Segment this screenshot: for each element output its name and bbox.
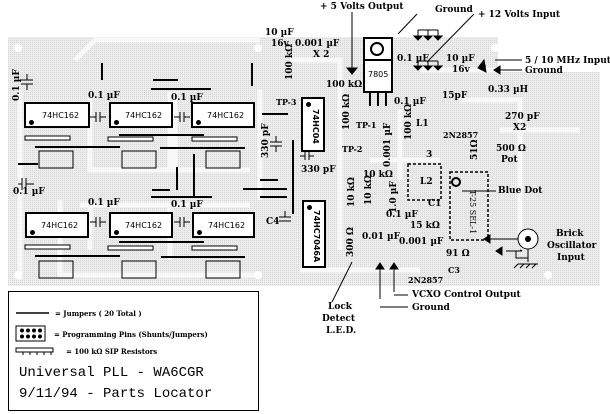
lock-led-label: Detect bbox=[322, 314, 356, 324]
brick-osc-label: Input bbox=[557, 253, 585, 263]
inductor-label: L1 bbox=[416, 119, 429, 129]
shield-outlines bbox=[407, 163, 489, 241]
legend-sip-resistors: = 100 kΩ SIP Resistors bbox=[66, 347, 158, 356]
lock-led-label: L.E.D. bbox=[326, 326, 357, 336]
sip-resistors bbox=[24, 135, 238, 251]
ground-label: Ground bbox=[412, 303, 450, 313]
cap-label: 0.001 µF bbox=[295, 39, 340, 49]
mounting-holes bbox=[14, 44, 552, 279]
cap-label: 15pF bbox=[442, 91, 468, 101]
pin1-dot bbox=[114, 120, 119, 125]
callout-arrows bbox=[331, 12, 523, 303]
pin1-dot bbox=[307, 205, 312, 210]
plus-5v-output-label: + 5 Volts Output bbox=[320, 2, 404, 12]
pot-label: 500 Ω bbox=[496, 144, 526, 154]
cap-label: 1.0 µF bbox=[389, 181, 399, 213]
resistor-label: 91 Ω bbox=[446, 249, 470, 259]
pin1-dot bbox=[196, 120, 201, 125]
voltage-regulator-7805 bbox=[363, 37, 393, 106]
cap-label: 0.1 µF bbox=[12, 69, 22, 101]
crystal-label: X2 bbox=[513, 123, 527, 133]
resistor-label: 100 kΩ bbox=[342, 93, 352, 130]
cap-label: 0.001 µF bbox=[399, 237, 444, 247]
cap-label: 10 µF bbox=[265, 28, 294, 38]
test-point-label: TP-3 bbox=[276, 97, 297, 107]
cap-label: 3 bbox=[426, 150, 433, 160]
ic-74hc7046a: 74HC7046A bbox=[302, 200, 326, 268]
cap-label: 330 pF bbox=[261, 123, 271, 158]
resistor-label: 300 Ω bbox=[346, 227, 356, 257]
blue-dot-label: Blue Dot bbox=[498, 186, 543, 196]
cap-label: C4 bbox=[266, 217, 280, 227]
crystal-label: X 2 bbox=[313, 50, 330, 60]
ground-symbols bbox=[412, 29, 444, 71]
cap-label: C3 bbox=[448, 265, 460, 275]
transistor-label: 2N2857 bbox=[443, 130, 479, 140]
vcxo-output-label: VCXO Control Output bbox=[412, 290, 521, 300]
lock-led-label: Lock bbox=[328, 302, 353, 312]
cap-label: 16v bbox=[452, 65, 470, 75]
brick-oscillator-connector bbox=[506, 228, 539, 269]
pin1-dot bbox=[29, 120, 34, 125]
pin1-dot bbox=[30, 230, 35, 235]
cap-label: C1 bbox=[428, 199, 442, 209]
inductor-label: L2 bbox=[420, 177, 433, 187]
resistor-label: 100 kΩ bbox=[404, 103, 414, 140]
ground-label: Ground bbox=[435, 5, 473, 15]
brick-osc-label: Brick bbox=[556, 229, 584, 239]
pin1-dot bbox=[114, 230, 119, 235]
ic-74hc04: 74HC04 bbox=[301, 97, 325, 152]
blue-dot-marker bbox=[451, 177, 461, 187]
cap-label: 0.1 µF bbox=[171, 200, 203, 210]
ic-74hc162-4: 74HC162 bbox=[25, 212, 89, 238]
cap-label: 0.1 µF bbox=[394, 97, 426, 107]
programming-pins bbox=[38, 150, 241, 279]
plus-12v-input-label: + 12 Volts Input bbox=[478, 10, 561, 20]
cap-label: 0.1 µF bbox=[386, 210, 418, 220]
pin1-dot bbox=[306, 102, 311, 107]
cap-label: 0.01 µF bbox=[362, 232, 401, 242]
cap-label: 330 pF bbox=[301, 165, 336, 175]
legend-jumpers: = Jumpers ( 20 Total ) bbox=[55, 309, 142, 318]
diagram-title: Universal PLL - WA6CGR bbox=[19, 365, 204, 381]
resistor-label: 10 kΩ bbox=[363, 170, 393, 180]
regulator-label: 7805 bbox=[368, 70, 389, 79]
pot-label: Pot bbox=[501, 155, 518, 165]
ic-74hc162-3: 74HC162 bbox=[191, 102, 255, 128]
ic-74hc162-1: 74HC162 bbox=[24, 102, 90, 128]
ic-74hc162-5: 74HC162 bbox=[109, 212, 173, 238]
transistor-label: 2N2857 bbox=[408, 275, 444, 285]
ground-label: Ground bbox=[525, 66, 563, 76]
cap-label: 0.001 µF bbox=[383, 122, 393, 167]
resistor-label: 51Ω bbox=[470, 139, 480, 160]
legend-symbols bbox=[15, 312, 54, 355]
inductor-label: 0.33 µH bbox=[488, 85, 529, 95]
brick-osc-label: Oscillator bbox=[547, 241, 597, 251]
toroid-label: T-25 SEL-1 bbox=[468, 190, 477, 235]
jumpers bbox=[18, 63, 294, 258]
cap-label: 270 pF bbox=[505, 112, 540, 122]
cap-label: 0.1 µF bbox=[88, 91, 120, 101]
ic-74hc162-2: 74HC162 bbox=[109, 102, 173, 128]
cap-label: 16v bbox=[271, 39, 289, 49]
cap-label: 0.1 µF bbox=[88, 198, 120, 208]
diagram-subtitle: 9/11/94 - Parts Locator bbox=[19, 386, 213, 402]
pin1-dot bbox=[197, 230, 202, 235]
cap-label: 0.1 µF bbox=[13, 187, 45, 197]
capacitors bbox=[18, 74, 314, 227]
resistor-label: 100 kΩ bbox=[285, 43, 295, 80]
ref-input-label: 5 / 10 MHz Input bbox=[525, 56, 610, 66]
ic-74hc162-6: 74HC162 bbox=[192, 212, 255, 238]
test-point-label: TP-2 bbox=[342, 144, 363, 154]
cap-label: 0.1 µF bbox=[171, 93, 203, 103]
test-point-label: TP-1 bbox=[356, 120, 377, 130]
resistor-label: 10 kΩ bbox=[364, 175, 374, 205]
legend-programming-pins: = Programming Pins (Shunts/Jumpers) bbox=[54, 330, 208, 339]
cap-label: 10 µF bbox=[446, 54, 475, 64]
legend-box: = Jumpers ( 20 Total ) = Programming Pin… bbox=[8, 291, 259, 411]
resistor-label: 10 kΩ bbox=[347, 177, 357, 207]
cap-label: 0.1 µF bbox=[397, 54, 429, 64]
resistor-label: 100 kΩ bbox=[326, 80, 363, 90]
resistor-label: 15 kΩ bbox=[410, 221, 440, 231]
